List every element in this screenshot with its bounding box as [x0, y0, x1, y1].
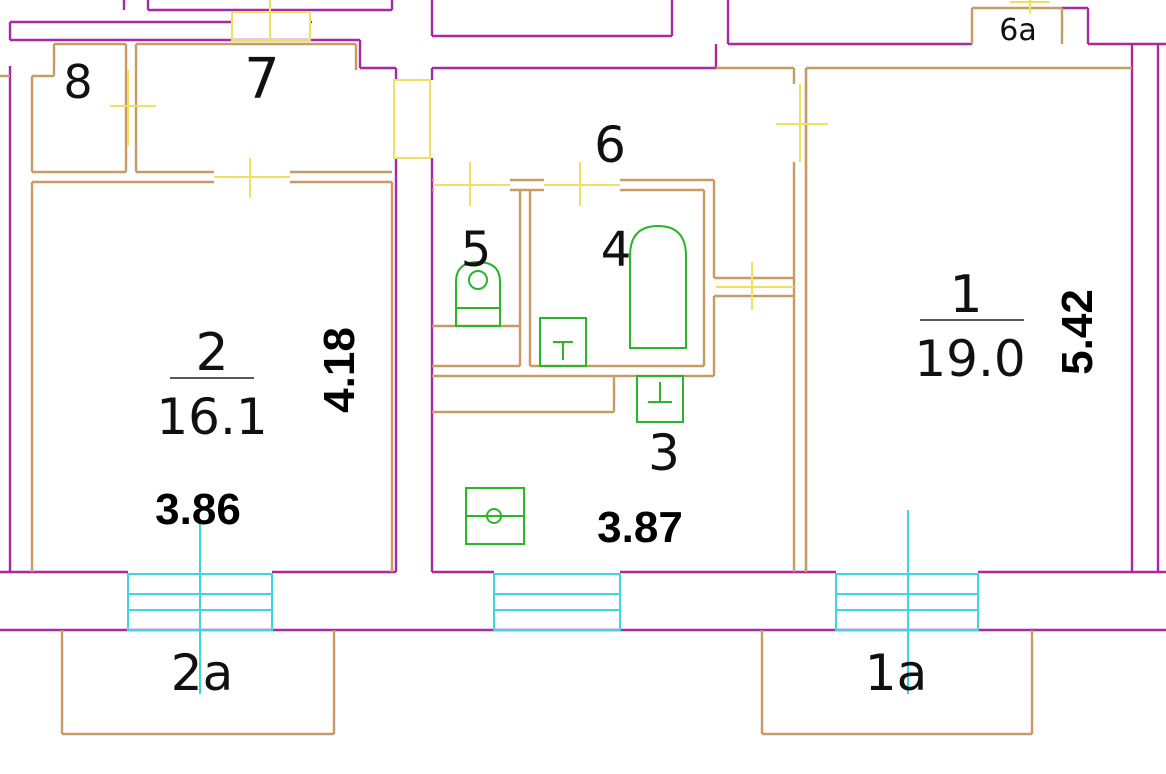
door-1 [776, 84, 828, 162]
door-6a [1010, 0, 1050, 14]
door-8 [110, 70, 156, 146]
room-8-number: 8 [63, 55, 92, 109]
room-4-number: 4 [601, 222, 632, 278]
window-room-3 [493, 573, 621, 631]
bathtub-icon [629, 224, 687, 349]
door-2 [214, 158, 290, 198]
fixtures [455, 224, 687, 545]
room-1-area: 19.0 [914, 330, 1025, 388]
dim-room2-length: 4.18 [315, 327, 364, 413]
door-3-corridor [716, 262, 794, 310]
window-room-1 [835, 510, 979, 694]
windows [127, 510, 979, 694]
doors [110, 0, 1050, 310]
window-room-2 [127, 524, 273, 694]
outer-walls [0, 0, 1166, 632]
door-5 [434, 162, 510, 206]
inner-walls [0, 6, 1132, 736]
washbasin-icon [539, 317, 587, 367]
dimension-labels: 3.86 3.87 4.18 5.42 [155, 289, 1102, 552]
room-1-number: 1 [949, 265, 982, 325]
balcony-1a-label: 1a [865, 644, 927, 702]
room-5-number: 5 [461, 222, 492, 278]
room-2-area: 16.1 [156, 388, 267, 446]
room-labels: 8 7 6 6a 5 4 3 2 16.1 1 19.0 2a 1a [63, 13, 1036, 702]
room-6-number: 6 [594, 116, 626, 174]
room-6a-number: 6a [999, 13, 1036, 48]
room-3-number: 3 [648, 424, 680, 482]
room-2-number: 2 [195, 323, 228, 383]
door-4 [544, 162, 620, 206]
dim-room3-width: 3.87 [597, 503, 683, 552]
balcony-2a-label: 2a [171, 644, 233, 702]
dim-room2-width: 3.86 [155, 485, 241, 534]
room-7-number: 7 [244, 47, 280, 112]
stove-icon [465, 487, 525, 545]
door-entrance [393, 79, 431, 159]
dim-room1-length: 5.42 [1053, 289, 1102, 375]
toilet-icon [455, 260, 501, 327]
door-7-top [231, 0, 311, 41]
kitchen-sink-icon [636, 375, 684, 423]
